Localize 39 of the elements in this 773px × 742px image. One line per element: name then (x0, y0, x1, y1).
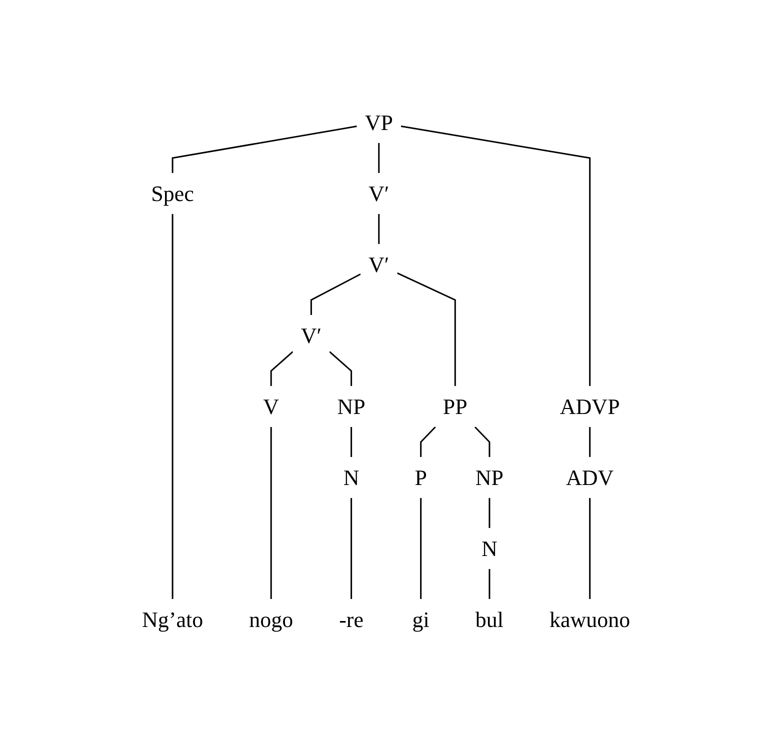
node-text: NP (476, 465, 504, 490)
node-text: V′ (368, 252, 390, 277)
connector (378, 214, 380, 244)
connector (172, 214, 174, 599)
node-text: PP (443, 394, 468, 419)
connector (350, 427, 352, 457)
node-text: gi (412, 607, 430, 632)
node-text: ADVP (560, 394, 620, 419)
node-text: N (482, 536, 498, 561)
connector (474, 426, 491, 457)
connector (590, 498, 592, 599)
connector (420, 498, 422, 599)
node-text: P (415, 465, 428, 490)
connector (310, 273, 362, 315)
connector (590, 427, 592, 457)
node-text: V′ (368, 181, 390, 206)
node-text: bul (476, 607, 504, 632)
connector (397, 272, 456, 386)
connector (401, 125, 592, 386)
node-text: V′ (301, 323, 322, 348)
node-text: Ng’ato (142, 607, 204, 632)
connector (489, 569, 491, 599)
node-text: NP (338, 394, 366, 419)
connector (420, 426, 436, 457)
connector (270, 351, 294, 386)
node-text: Spec (152, 181, 194, 206)
connector (329, 351, 352, 386)
node-text: -re (340, 607, 364, 632)
node-text: nogo (250, 607, 294, 632)
node-text: N (344, 465, 360, 490)
connector (270, 427, 272, 599)
node-text: V (264, 394, 280, 419)
node-text: VP (365, 110, 394, 135)
connector (172, 126, 358, 173)
connector (489, 498, 491, 528)
connector (350, 498, 352, 599)
connector (378, 143, 380, 173)
node-text: kawuono (550, 607, 631, 632)
node-text: ADV (566, 465, 614, 490)
